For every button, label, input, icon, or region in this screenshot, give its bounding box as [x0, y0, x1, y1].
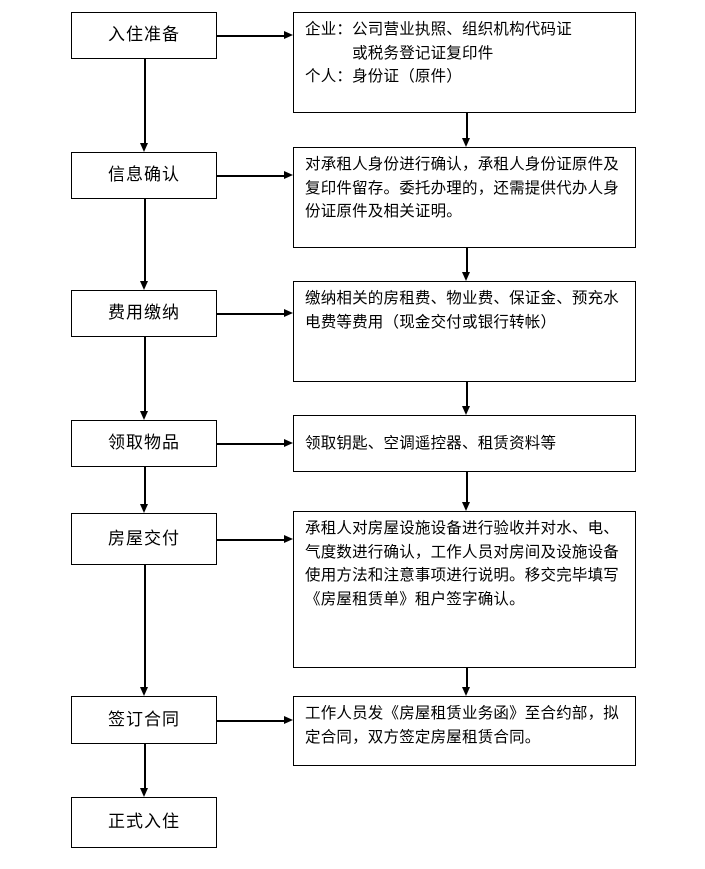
connector-stage2-to-stage3 [144, 199, 146, 281]
detail-node-text: 缴纳相关的房租费、物业费、保证金、预充水电费等费用（现金交付或银行转帐） [305, 289, 620, 331]
arrowhead-stage5-to-detail5 [284, 535, 293, 543]
arrowhead-stage3-to-stage4 [140, 411, 148, 420]
arrowhead-stage2-to-stage3 [140, 281, 148, 290]
arrowhead-stage5-to-stage6 [140, 687, 148, 696]
stage-node-lingquwupin[interactable]: 领取物品 [71, 420, 217, 467]
stage-node-feiyongjiaona[interactable]: 费用缴纳 [71, 290, 217, 337]
stage-node-fangwujiaofu[interactable]: 房屋交付 [71, 513, 217, 565]
arrowhead-detail4-to-detail5 [462, 502, 470, 511]
detail-node-xinxiqueren[interactable]: 对承租人身份进行确认，承租人身份证原件及复印件留存。委托办理的，还需提供代办人身… [293, 147, 636, 248]
paragraph-return-mark: ↵ [352, 179, 362, 192]
arrowhead-stage4-to-detail4 [284, 439, 293, 447]
arrowhead-detail5-to-detail6 [462, 687, 470, 696]
arrowhead-detail2-to-detail3 [462, 272, 470, 281]
arrowhead-stage6-to-stage7 [140, 788, 148, 797]
connector-detail4-to-detail5 [466, 472, 468, 502]
stage-node-label: 正式入住 [108, 812, 180, 833]
detail-node-feiyongjiaona[interactable]: 缴纳相关的房租费、物业费、保证金、预充水电费等费用（现金交付或银行转帐） [293, 281, 636, 382]
detail-node-lingquwupin[interactable]: 领取钥匙、空调遥控器、租赁资料等 [293, 415, 636, 472]
connector-stage5-to-stage6 [144, 565, 146, 687]
detail-node-text: 领取钥匙、空调遥控器、租赁资料等 [305, 433, 557, 452]
connector-detail3-to-detail4 [466, 382, 468, 406]
arrowhead-stage1-to-detail1 [284, 31, 293, 39]
stage-node-label: 房屋交付 [108, 528, 180, 549]
detail-node-text: 对承租人身份进行确认，承租人身份证原件及复印件留存。委托办理的，还需提供代办人身… [305, 155, 620, 221]
stage-node-zhengshiruzhu[interactable]: 正式入住 [71, 797, 217, 848]
connector-stage1-to-detail1 [217, 35, 284, 37]
connector-stage2-to-detail2 [217, 175, 284, 177]
connector-stage3-to-detail3 [217, 313, 284, 315]
arrowhead-detail3-to-detail4 [462, 406, 470, 415]
stage-node-label: 领取物品 [108, 433, 180, 454]
stage-node-label: 费用缴纳 [108, 303, 180, 324]
stage-node-label: 入住准备 [108, 25, 180, 46]
stage-node-label: 信息确认 [108, 165, 180, 186]
connector-stage5-to-detail5 [217, 539, 284, 541]
detail-node-ruzhuzhunbei[interactable]: 企业：公司营业执照、组织机构代码证 或税务登记证复印件 个人：身份证（原件） [293, 12, 636, 113]
detail-node-text: 工作人员发《房屋租赁业务函》至合约部，拟定合同，双方签定房屋租赁合同。 [305, 704, 620, 746]
arrowhead-stage2-to-detail2 [284, 171, 293, 179]
connector-detail2-to-detail3 [466, 248, 468, 272]
connector-stage6-to-detail6 [217, 720, 284, 722]
connector-stage4-to-stage5 [144, 467, 146, 504]
arrowhead-stage3-to-detail3 [284, 309, 293, 317]
connector-stage1-to-stage2 [144, 59, 146, 143]
detail-node-qiandinghetong[interactable]: 工作人员发《房屋租赁业务函》至合约部，拟定合同，双方签定房屋租赁合同。 [293, 696, 636, 766]
arrowhead-stage1-to-stage2 [140, 143, 148, 152]
connector-stage6-to-stage7 [144, 744, 146, 788]
arrowhead-detail1-to-detail2 [462, 138, 470, 147]
connector-detail1-to-detail2 [466, 113, 468, 138]
stage-node-label: 签订合同 [108, 709, 180, 730]
stage-node-qiandinghetong[interactable]: 签订合同 [71, 696, 217, 744]
arrowhead-stage6-to-detail6 [284, 716, 293, 724]
detail-node-text: 企业：公司营业执照、组织机构代码证 或税务登记证复印件 个人：身份证（原件） [305, 20, 572, 86]
detail-node-fangwujiaofu[interactable]: 承租人对房屋设施设备进行验收并对水、电、气度数进行确认，工作人员对房间及设施设备… [293, 511, 636, 668]
connector-detail5-to-detail6 [466, 668, 468, 687]
stage-node-ruzhuzhunbei[interactable]: 入住准备 [71, 12, 217, 59]
arrowhead-stage4-to-stage5 [140, 504, 148, 513]
connector-stage3-to-stage4 [144, 337, 146, 411]
detail-node-text: 承租人对房屋设施设备进行验收并对水、电、气度数进行确认，工作人员对房间及设施设备… [305, 519, 620, 608]
stage-node-xinxiqueren[interactable]: 信息确认 [71, 152, 217, 199]
connector-stage4-to-detail4 [217, 443, 284, 445]
